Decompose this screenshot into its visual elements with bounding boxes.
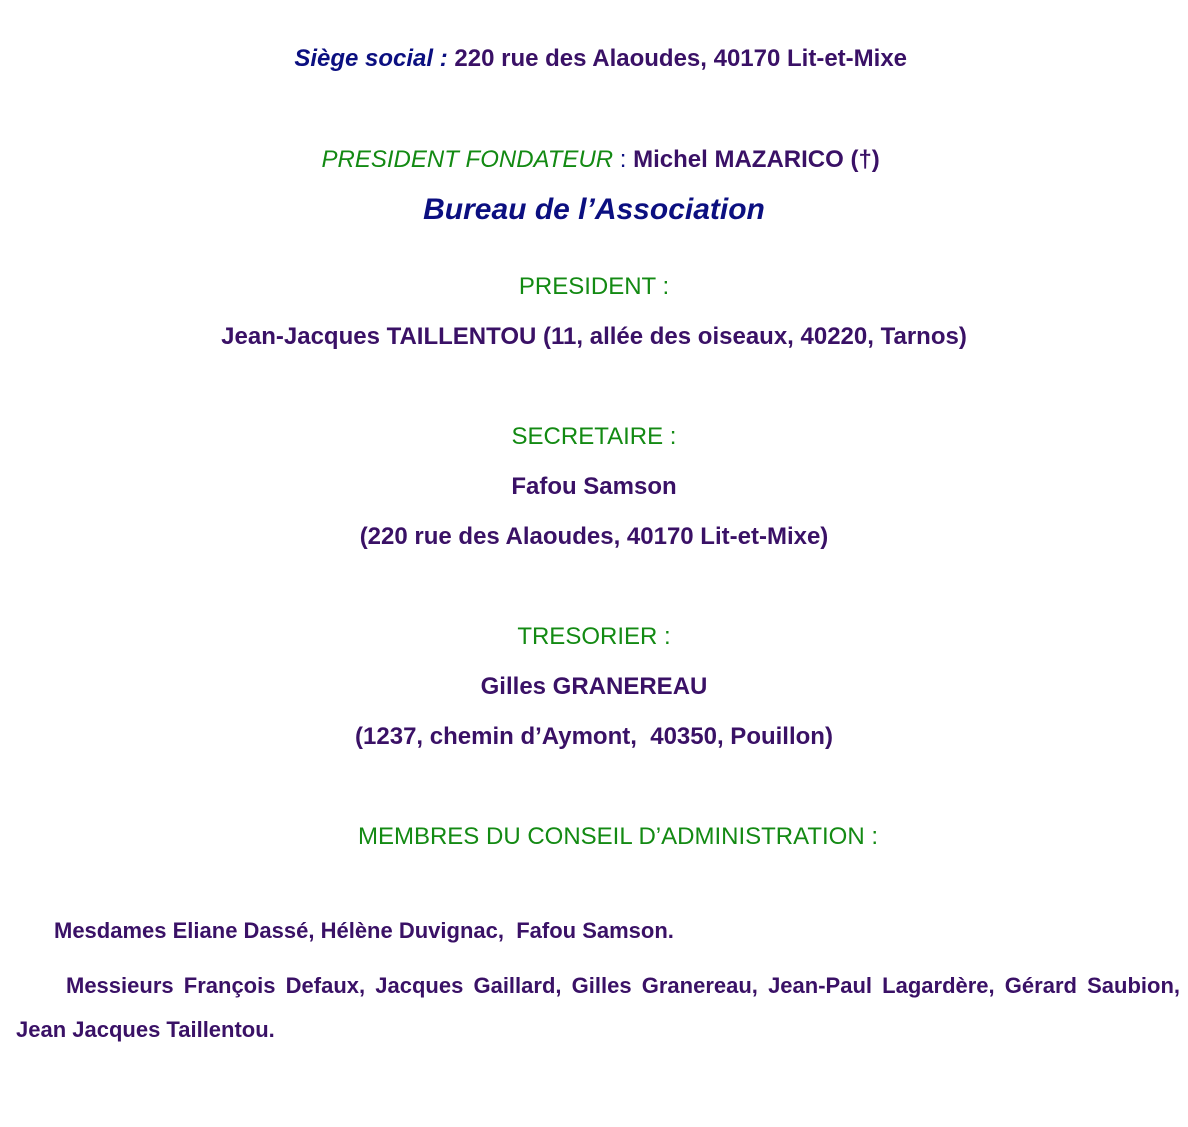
treasurer-name: Gilles GRANEREAU — [480, 673, 708, 700]
siege-social-line: Siège social : 220 rue des Alaoudes, 401… — [0, 17, 1188, 73]
treasurer-address: (1237, chemin d’Aymont, 40350, Pouillon) — [355, 723, 833, 750]
bureau-title: Bureau de l’Association — [423, 193, 765, 226]
board-mesdames: Mesdames Eliane Dassé, Hélène Duvignac, … — [54, 918, 674, 943]
board-heading: MEMBRES DU CONSEIL D’ADMINISTRATION : — [357, 823, 879, 850]
founder-line: PRESIDENT FONDATEUR : Michel MAZARICO (†… — [0, 118, 1188, 174]
founder-separator: : — [613, 146, 634, 173]
founder-name: Michel MAZARICO (†) — [633, 146, 880, 173]
treasurer-role: TRESORIER : — [517, 623, 671, 650]
president-role: PRESIDENT : — [518, 273, 670, 300]
siege-social-label: Siège social : — [294, 45, 448, 72]
secretary-name: Fafou Samson — [511, 473, 677, 500]
secretary-address: (220 rue des Alaoudes, 40170 Lit-et-Mixe… — [359, 523, 829, 550]
founder-label: PRESIDENT FONDATEUR — [321, 146, 614, 173]
board-messieurs: Messieurs François Defaux, Jacques Gaill… — [16, 973, 1180, 1042]
secretary-role: SECRETAIRE : — [511, 423, 677, 450]
siege-social-address: 220 rue des Alaoudes, 40170 Lit-et-Mixe — [447, 45, 908, 72]
president-name-address: Jean-Jacques TAILLENTOU (11, allée des o… — [221, 323, 967, 350]
